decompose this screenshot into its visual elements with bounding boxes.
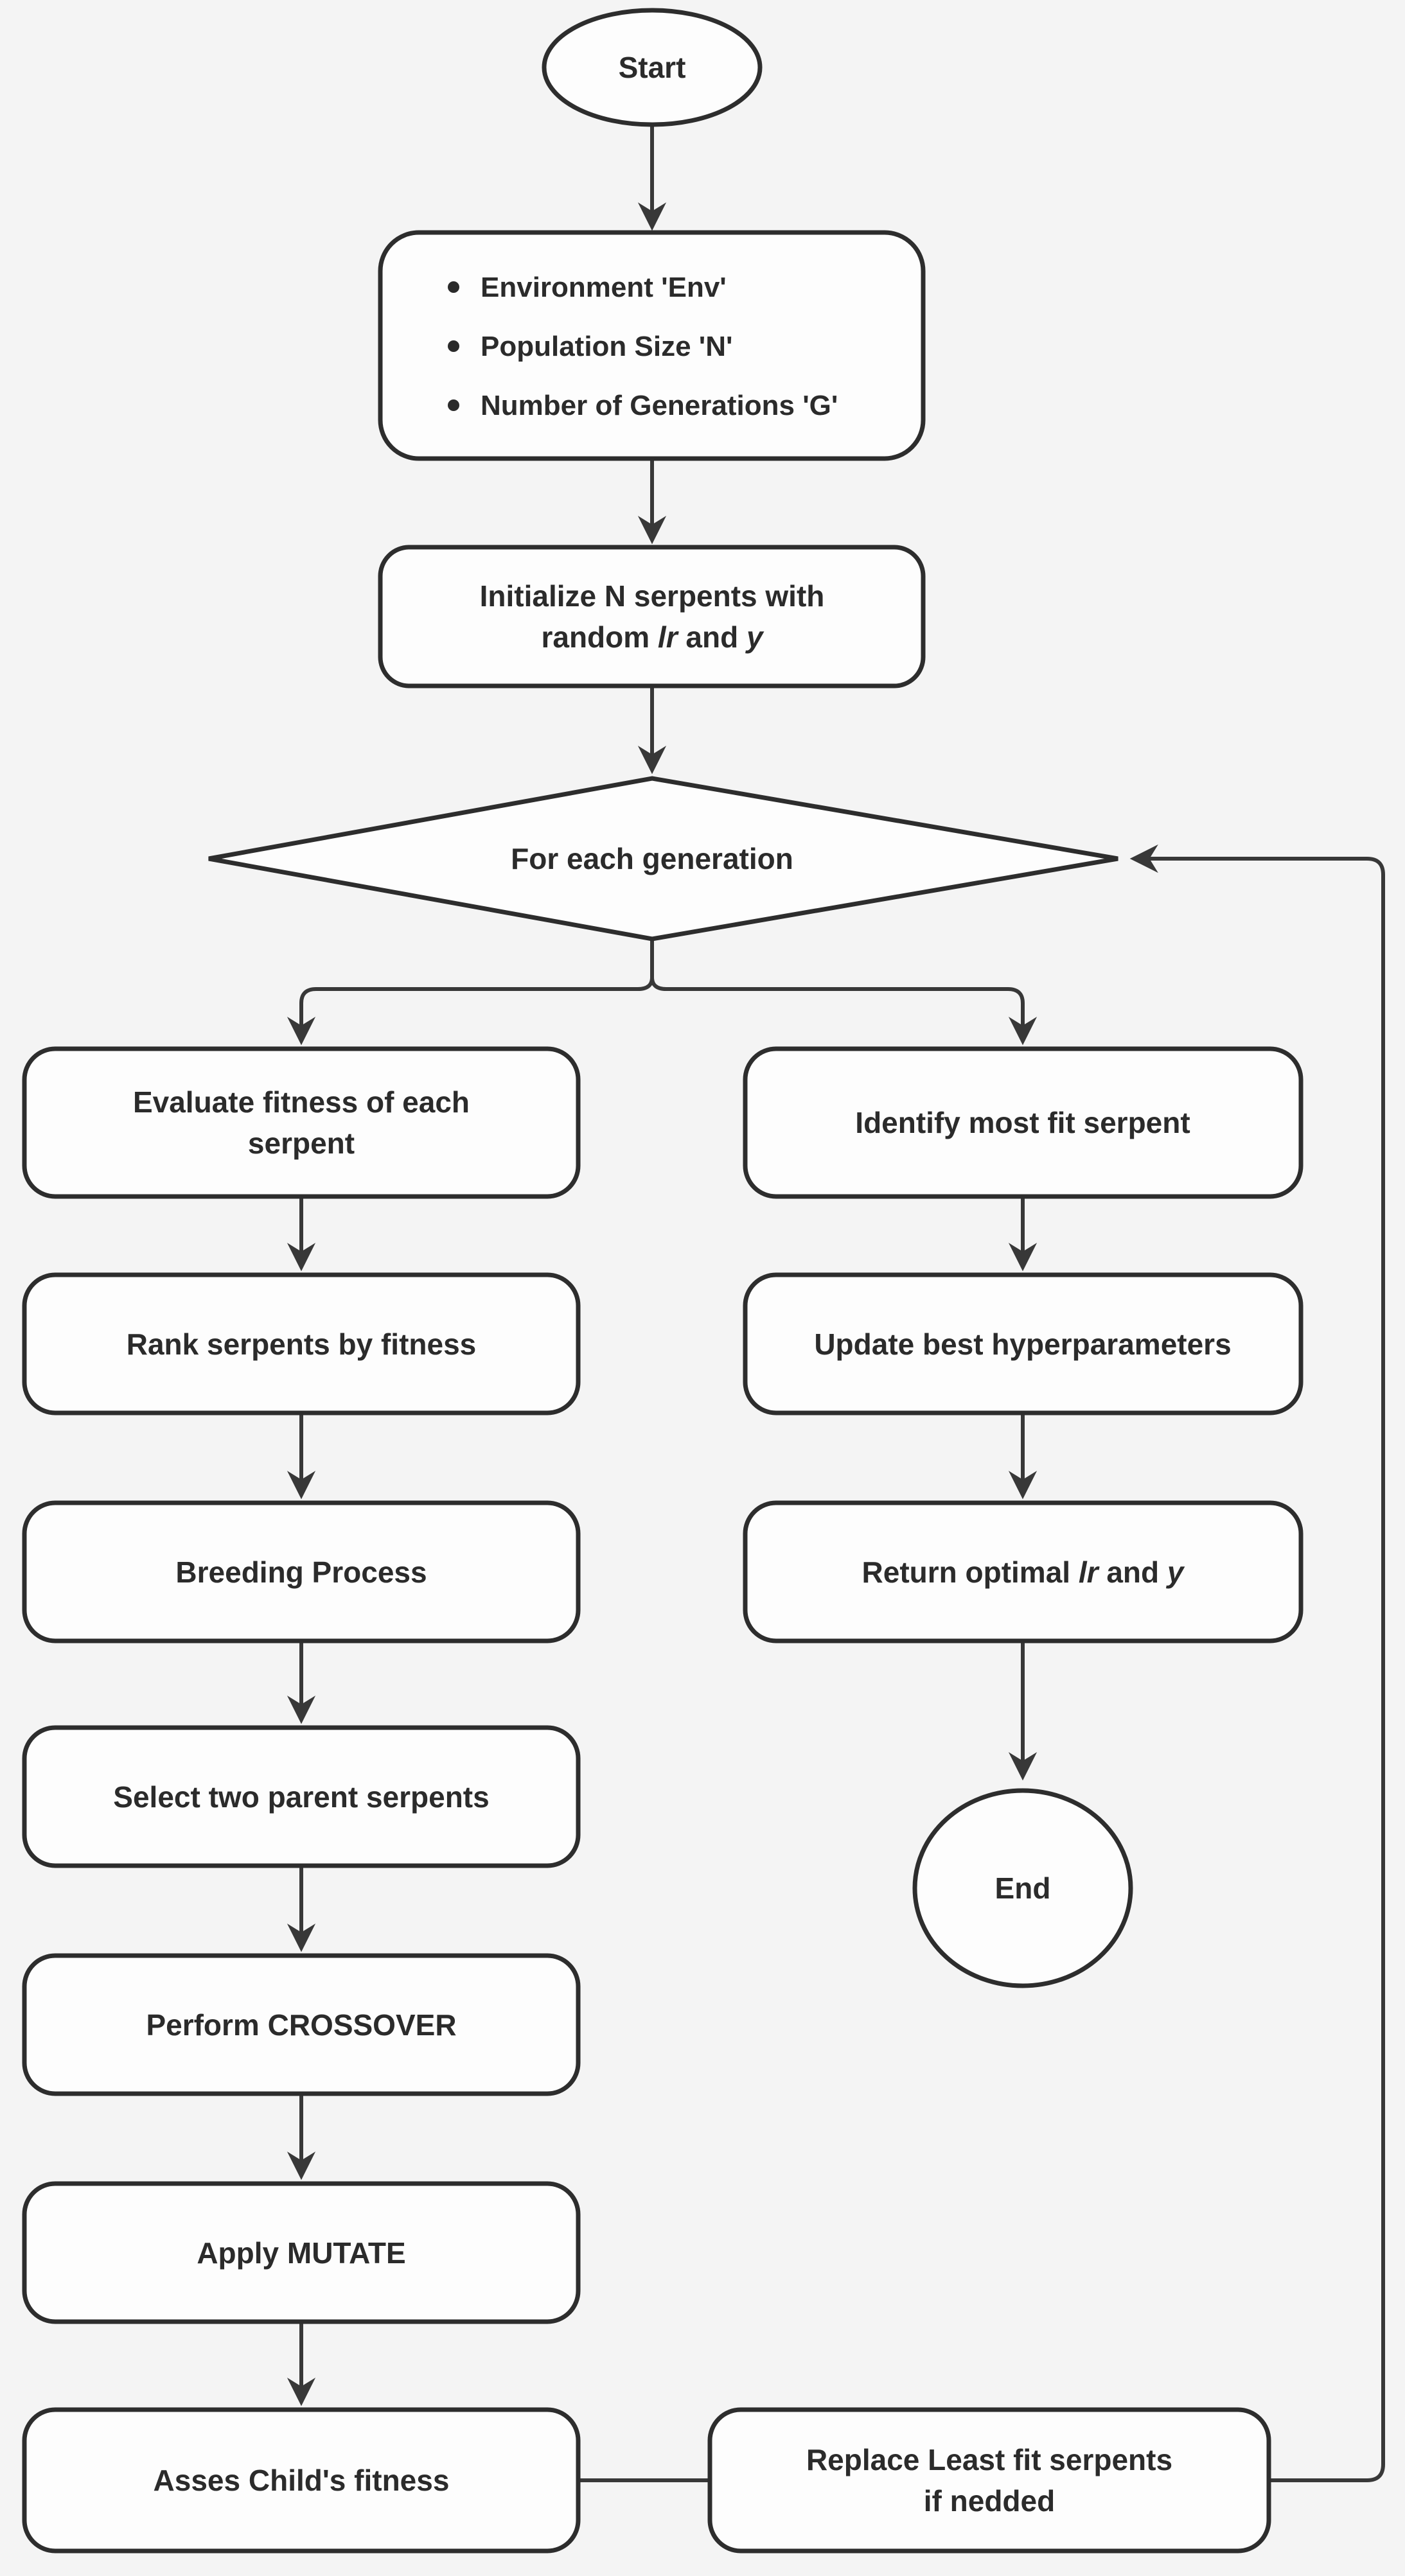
node-breeding-process: Breeding Process bbox=[22, 1500, 581, 1643]
evaluate-fitness-box bbox=[22, 1046, 581, 1199]
node-mutate: Apply MUTATE bbox=[22, 2181, 581, 2324]
node-generation-loop: For each generation bbox=[208, 776, 1118, 942]
bullet-dot bbox=[448, 340, 459, 352]
bullet-dot bbox=[448, 281, 459, 293]
param-lr: lr bbox=[1079, 1555, 1100, 1589]
return-optimal-and: and bbox=[1099, 1555, 1167, 1589]
rank-serpents-label: Rank serpents by fitness bbox=[127, 1327, 477, 1361]
node-initialize: Initialize N serpents with random lr and… bbox=[378, 545, 926, 688]
node-return-optimal: Return optimal lr and y bbox=[743, 1500, 1303, 1643]
param-gamma: y bbox=[745, 620, 764, 654]
replace-least-fit-box bbox=[707, 2407, 1271, 2554]
node-crossover: Perform CROSSOVER bbox=[22, 1953, 581, 2096]
node-inputs: Environment 'Env' Population Size 'N' Nu… bbox=[378, 230, 926, 461]
inputs-item-generations: Number of Generations 'G' bbox=[481, 390, 838, 421]
rank-serpents-box bbox=[22, 1272, 581, 1415]
connector-split-left bbox=[287, 977, 654, 1046]
mutate-box bbox=[22, 2181, 581, 2324]
initialize-box bbox=[378, 545, 926, 688]
evaluate-fitness-line2: serpent bbox=[248, 1126, 355, 1160]
replace-least-fit-line1: Replace Least fit serpents bbox=[806, 2443, 1172, 2476]
node-replace-least-fit: Replace Least fit serpents if nedded bbox=[707, 2407, 1271, 2554]
inputs-item-environment: Environment 'Env' bbox=[481, 272, 727, 303]
identify-fittest-label: Identify most fit serpent bbox=[855, 1106, 1190, 1139]
update-best-label: Update best hyperparameters bbox=[814, 1327, 1231, 1361]
inputs-box bbox=[378, 230, 926, 461]
node-update-best: Update best hyperparameters bbox=[743, 1272, 1303, 1415]
evaluate-fitness-line1: Evaluate fitness of each bbox=[133, 1085, 470, 1119]
crossover-label: Perform CROSSOVER bbox=[146, 2008, 456, 2042]
bullet-dot bbox=[448, 399, 459, 411]
initialize-label-line2: random lr and y bbox=[541, 620, 764, 654]
node-identify-fittest: Identify most fit serpent bbox=[743, 1046, 1303, 1199]
end-label: End bbox=[995, 1871, 1051, 1905]
return-optimal-label: Return optimal lr and y bbox=[862, 1555, 1185, 1589]
start-ellipse bbox=[542, 8, 763, 127]
node-start: Start bbox=[542, 8, 763, 127]
node-end: End bbox=[912, 1788, 1133, 1988]
return-optimal-prefix: Return optimal bbox=[862, 1555, 1079, 1589]
update-best-box bbox=[743, 1272, 1303, 1415]
node-select-parents: Select two parent serpents bbox=[22, 1725, 581, 1868]
assess-fitness-box bbox=[22, 2407, 581, 2554]
identify-fittest-box bbox=[743, 1046, 1303, 1199]
select-parents-label: Select two parent serpents bbox=[113, 1780, 489, 1814]
breeding-process-label: Breeding Process bbox=[175, 1555, 427, 1589]
initialize-label-line1: Initialize N serpents with bbox=[480, 579, 825, 613]
param-lr: lr bbox=[658, 620, 679, 654]
select-parents-box bbox=[22, 1725, 581, 1868]
connector-replace-loopback bbox=[1129, 844, 1385, 2482]
assess-fitness-label: Asses Child's fitness bbox=[154, 2464, 450, 2497]
node-rank-serpents: Rank serpents by fitness bbox=[22, 1272, 581, 1415]
replace-least-fit-line2: if nedded bbox=[924, 2484, 1055, 2518]
inputs-item-population: Population Size 'N' bbox=[481, 331, 733, 362]
generation-loop-diamond bbox=[208, 776, 1118, 942]
node-evaluate-fitness: Evaluate fitness of each serpent bbox=[22, 1046, 581, 1199]
generation-loop-label: For each generation bbox=[511, 842, 793, 875]
crossover-box bbox=[22, 1953, 581, 2096]
param-gamma: y bbox=[1166, 1555, 1185, 1589]
mutate-label: Apply MUTATE bbox=[197, 2236, 405, 2270]
connector-split-right bbox=[650, 977, 1038, 1046]
initialize-line2-and: and bbox=[678, 620, 747, 654]
breeding-process-box bbox=[22, 1500, 581, 1643]
end-ellipse bbox=[912, 1788, 1133, 1988]
start-label: Start bbox=[619, 51, 686, 84]
initialize-line2-prefix: random bbox=[541, 620, 657, 654]
node-assess-fitness: Asses Child's fitness bbox=[22, 2407, 581, 2554]
return-optimal-box bbox=[743, 1500, 1303, 1643]
